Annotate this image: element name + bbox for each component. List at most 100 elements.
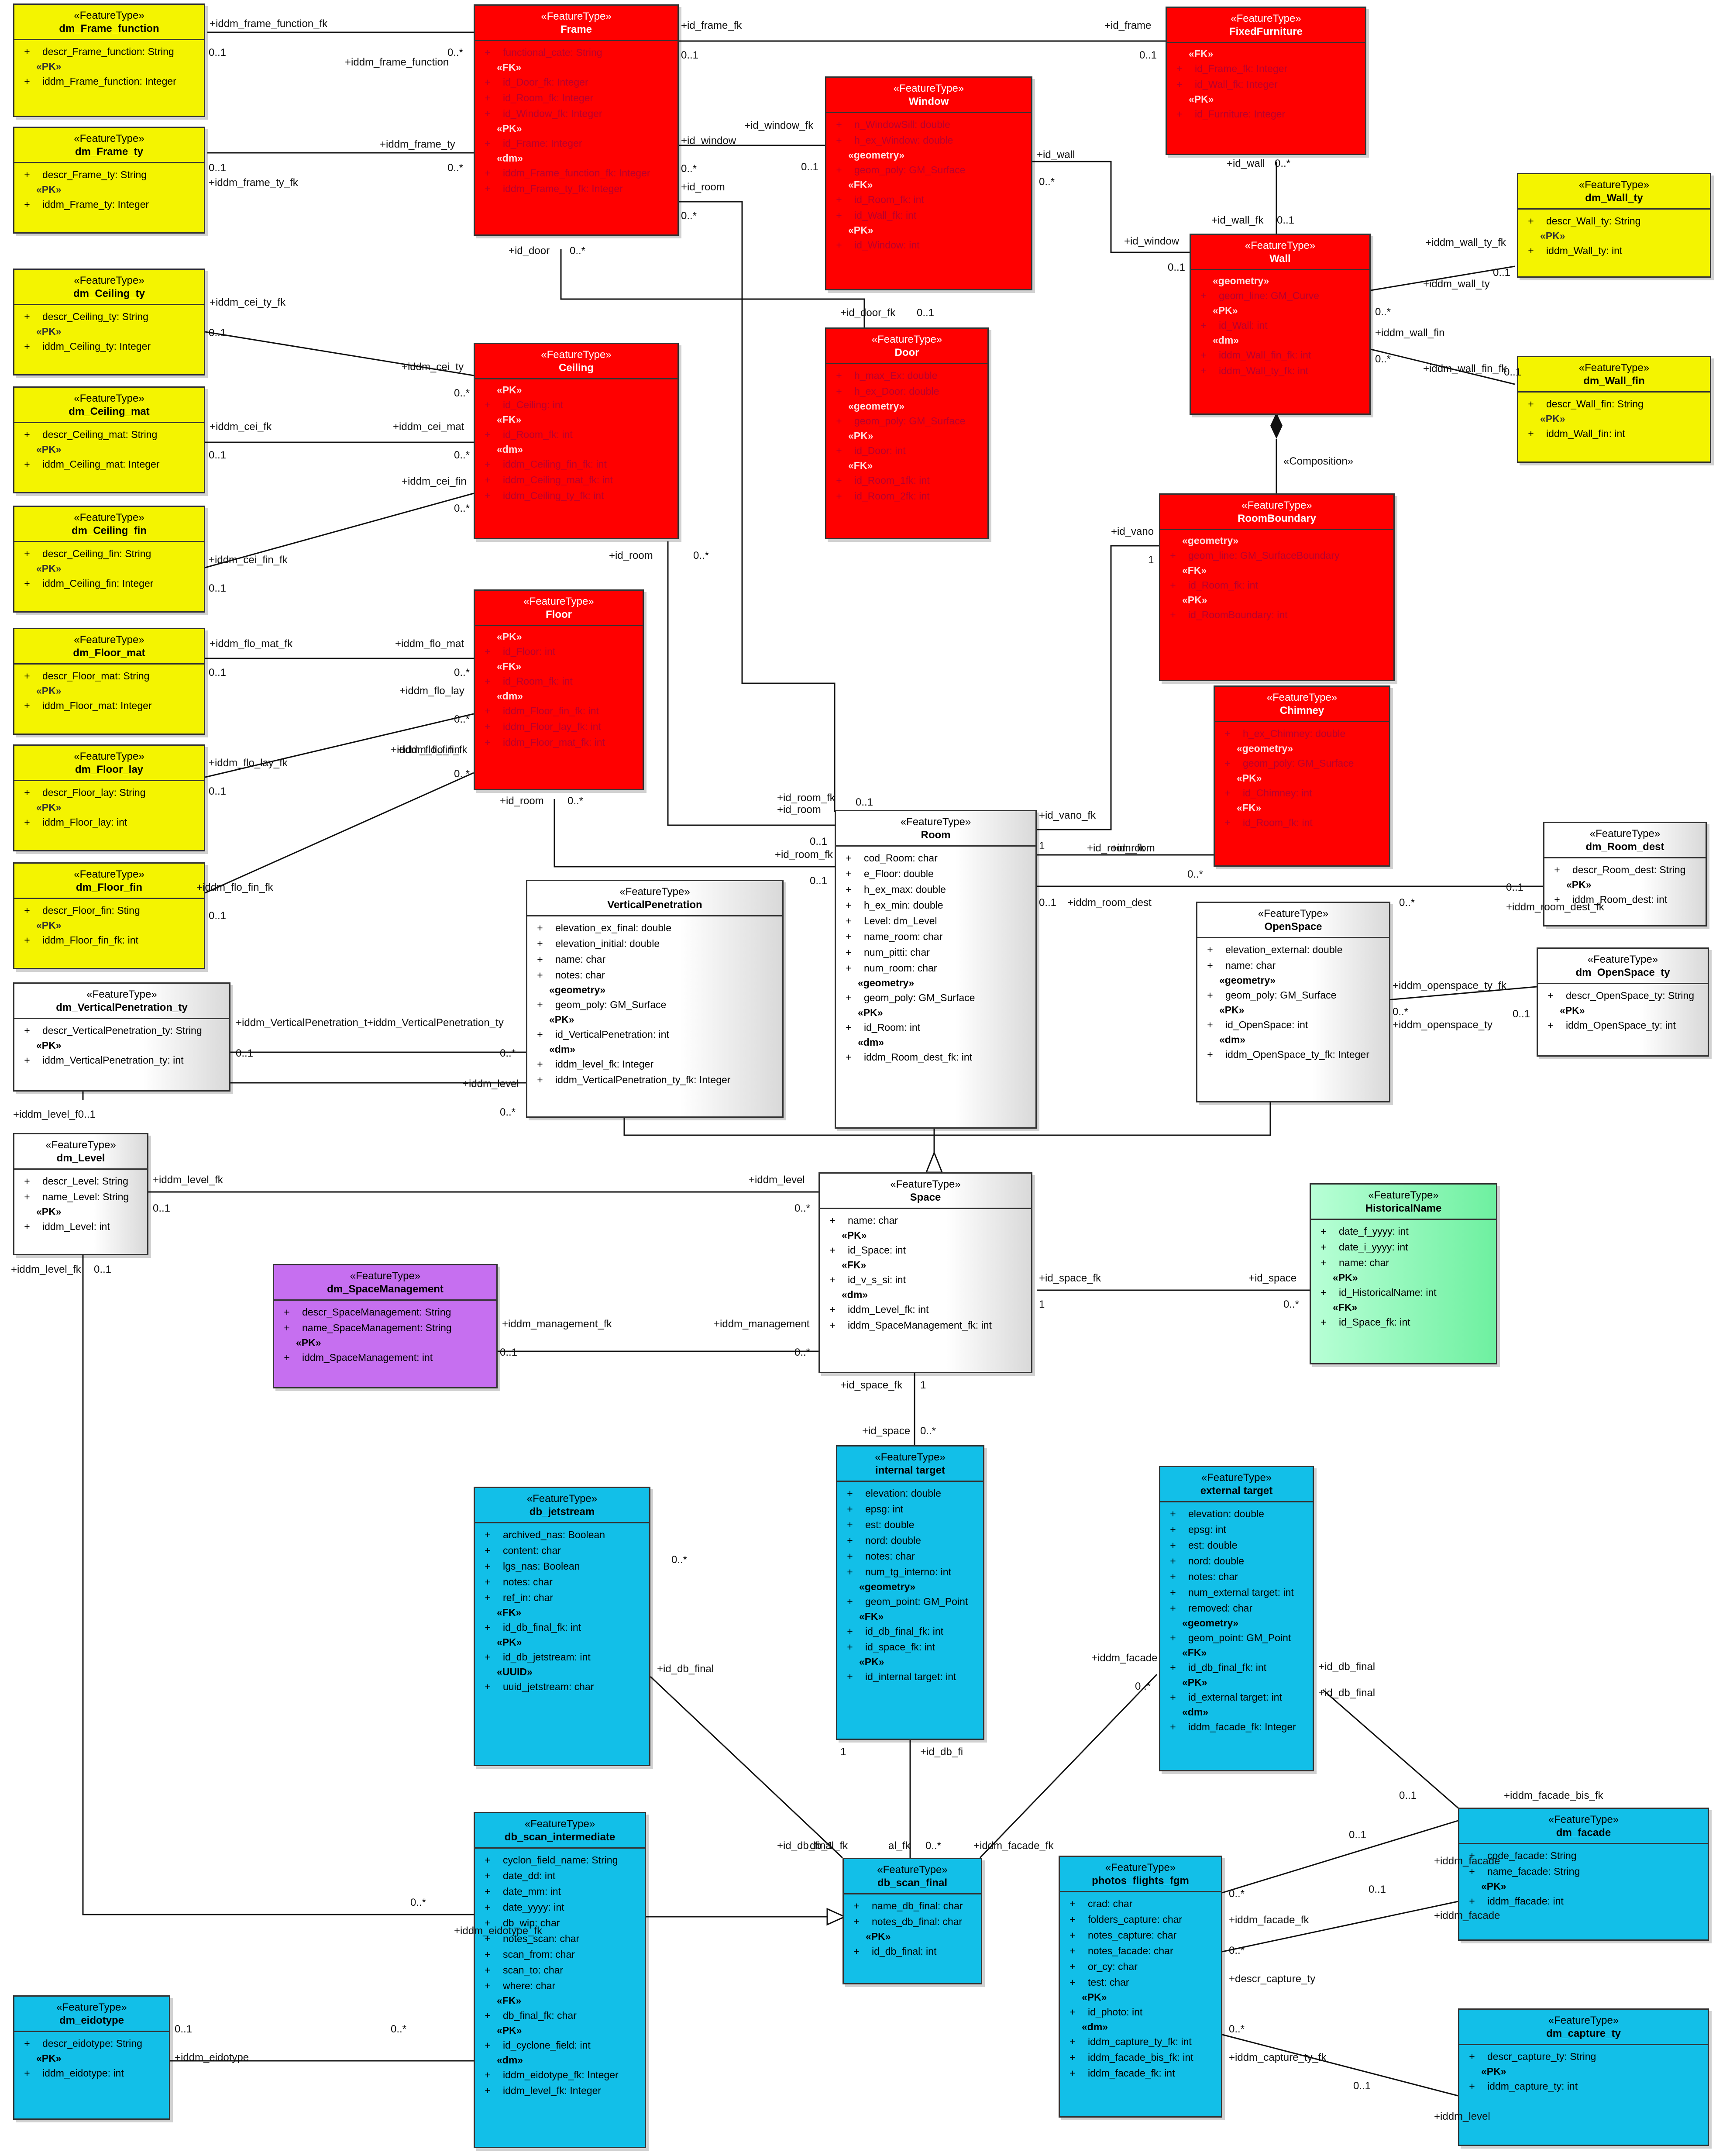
attribute-row: +name_db_final: char xyxy=(850,1898,977,1914)
class-box-dm-spacemanagement[interactable]: «FeatureType»dm_SpaceManagement+descr_Sp… xyxy=(273,1264,498,1388)
attribute-row: +iddm_Ceiling_ty: Integer xyxy=(21,338,199,354)
public-visibility-icon: + xyxy=(1069,2036,1076,2047)
class-box-window[interactable]: «FeatureType»Window+n_WindowSill: double… xyxy=(825,76,1032,290)
class-header: «FeatureType»HistoricalName xyxy=(1311,1185,1496,1220)
attribute-row: +iddm_Wall_ty_fk: int xyxy=(1197,363,1365,379)
class-box-photos-flights-fgm[interactable]: «FeatureType»photos_flights_fgm+crad: ch… xyxy=(1059,1856,1222,2118)
class-box-dm-ceiling-mat[interactable]: «FeatureType»dm_Ceiling_mat+descr_Ceilin… xyxy=(13,386,205,493)
public-visibility-icon: + xyxy=(24,905,30,916)
class-box-db-scan-final[interactable]: «FeatureType»db_scan_final+name_db_final… xyxy=(843,1858,982,1984)
attribute-row: +descr_VerticalPenetration_ty: String xyxy=(21,1023,225,1038)
class-box-dm-capture-ty[interactable]: «FeatureType»dm_capture_ty+descr_capture… xyxy=(1458,2008,1709,2146)
section-label-pk: «PK» xyxy=(1182,1677,1207,1688)
class-box-frame[interactable]: «FeatureType»Frame+functional_cate: Stri… xyxy=(474,4,679,236)
attribute-text: geom_point: GM_Point xyxy=(865,1596,968,1607)
class-box-dm-facade[interactable]: «FeatureType»dm_facade+code_facade: Stri… xyxy=(1458,1808,1709,1941)
attribute-row: +name_Level: String xyxy=(21,1189,143,1205)
class-box-dm-floor-fin[interactable]: «FeatureType»dm_Floor_fin+descr_Floor_fi… xyxy=(13,862,205,969)
class-box-dm-floor-lay[interactable]: «FeatureType»dm_Floor_lay+descr_Floor_la… xyxy=(13,744,205,851)
attribute-text: test: char xyxy=(1088,1977,1129,1988)
attribute-row: +descr_Frame_ty: String xyxy=(21,167,199,183)
class-box-dm-eidotype[interactable]: «FeatureType»dm_eidotype+descr_eidotype:… xyxy=(13,1995,170,2120)
attribute-text: ref_in: char xyxy=(503,1592,554,1603)
class-name: Floor xyxy=(546,609,572,620)
attribute-text: archived_nas: Boolean xyxy=(503,1529,605,1540)
class-box-chimney[interactable]: «FeatureType»Chimney+h_ex_Chimney: doubl… xyxy=(1214,685,1390,867)
class-box-dm-ceiling-fin[interactable]: «FeatureType»dm_Ceiling_fin+descr_Ceilin… xyxy=(13,506,205,613)
attribute-row: +iddm_Level_fk: int xyxy=(826,1302,1027,1317)
attribute-row: +iddm_Wall_fin_fk: int xyxy=(1197,347,1365,363)
assoc-line xyxy=(205,331,474,376)
class-box-db-scan-intermediate[interactable]: «FeatureType»db_scan_intermediate+cyclon… xyxy=(474,1812,646,2148)
attribute-row: +id_Room_2fk: int xyxy=(832,488,983,504)
class-box-dm-ceiling-ty[interactable]: «FeatureType»dm_Ceiling_ty+descr_Ceiling… xyxy=(13,269,205,375)
public-visibility-icon: + xyxy=(485,138,491,149)
class-box-db-jetstream[interactable]: «FeatureType»db_jetstream+archived_nas: … xyxy=(474,1487,650,1766)
attribute-text: h_ex_Door: double xyxy=(854,386,939,397)
association-label: +iddm_room_dest_fk xyxy=(1506,901,1605,913)
attribute-text: est: double xyxy=(1188,1540,1238,1551)
attribute-text: iddm_VerticalPenetration_ty_fk: Integer xyxy=(555,1074,731,1085)
attribute-row: +geom_point: GM_Point xyxy=(1166,1630,1308,1646)
class-box-dm-room-dest[interactable]: «FeatureType»dm_Room_dest+descr_Room_des… xyxy=(1543,822,1707,926)
attribute-text: date_dd: int xyxy=(503,1870,556,1881)
association-label: +id_frame_fk xyxy=(681,20,742,31)
attribute-row: +id_RoomBoundary: int xyxy=(1166,607,1389,623)
class-box-external-target[interactable]: «FeatureType»external target+elevation: … xyxy=(1159,1466,1314,1771)
public-visibility-icon: + xyxy=(836,194,842,205)
class-box-dm-verticalpenetration-ty[interactable]: «FeatureType»dm_VerticalPenetration_ty+d… xyxy=(13,982,230,1092)
association-label: +id_db_final xyxy=(657,1663,714,1675)
class-box-room[interactable]: «FeatureType»Room+cod_Room: char+e_Floor… xyxy=(835,810,1037,1129)
class-box-dm-wall-ty[interactable]: «FeatureType»dm_Wall_ty+descr_Wall_ty: S… xyxy=(1517,173,1711,278)
class-box-internal-target[interactable]: «FeatureType»internal target+elevation: … xyxy=(836,1445,984,1740)
attribute-text: iddm_Ceiling_fin_fk: int xyxy=(503,458,607,470)
section-label-geometry: «geometry» xyxy=(1237,743,1293,754)
class-attributes: +descr_capture_ty: String«PK»+iddm_captu… xyxy=(1459,2045,1708,2097)
class-box-ceiling[interactable]: «FeatureType»Ceiling«PK»+id_Ceiling: int… xyxy=(474,343,679,539)
class-box-dm-frame-function[interactable]: «FeatureType»dm_Frame_function+descr_Fra… xyxy=(13,3,205,117)
section-label-pk: «PK» xyxy=(1333,1272,1358,1283)
class-box-verticalpenetration[interactable]: «FeatureType»VerticalPenetration+elevati… xyxy=(526,880,784,1118)
class-box-fixedfurniture[interactable]: «FeatureType»FixedFurniture«FK»+id_Frame… xyxy=(1166,7,1366,155)
public-visibility-icon: + xyxy=(829,1215,836,1226)
class-box-dm-openspace-ty[interactable]: «FeatureType»dm_OpenSpace_ty+descr_OpenS… xyxy=(1537,947,1709,1057)
attribute-text: descr_OpenSpace_ty: String xyxy=(1566,990,1695,1001)
association-label: +iddm_wall_ty xyxy=(1423,278,1490,290)
class-box-openspace[interactable]: «FeatureType»OpenSpace+elevation_externa… xyxy=(1196,902,1390,1102)
class-attributes: +functional_cate: String«FK»+id_Door_fk:… xyxy=(475,41,677,200)
class-box-floor[interactable]: «FeatureType»Floor«PK»+id_Floor: int«FK»… xyxy=(474,589,644,790)
association-label: 1 xyxy=(1039,840,1045,852)
class-box-dm-floor-mat[interactable]: «FeatureType»dm_Floor_mat+descr_Floor_ma… xyxy=(13,628,205,735)
public-visibility-icon: + xyxy=(24,700,30,711)
class-box-historicalname[interactable]: «FeatureType»HistoricalName+date_f_yyyy:… xyxy=(1310,1183,1497,1364)
assoc-line xyxy=(1322,1689,1461,1811)
assoc-line xyxy=(1370,265,1515,291)
class-name: Room xyxy=(921,829,951,841)
class-attributes: +code_facade: String+name_facade: String… xyxy=(1459,1844,1708,1912)
class-box-dm-wall-fin[interactable]: «FeatureType»dm_Wall_fin+descr_Wall_fin:… xyxy=(1517,356,1711,463)
class-box-wall[interactable]: «FeatureType»Wall«geometry»+geom_line: G… xyxy=(1190,234,1371,415)
section-label-geometry: «geometry» xyxy=(1182,535,1239,546)
public-visibility-icon: + xyxy=(847,1596,853,1607)
attribute-text: iddm_eidotype_fk: Integer xyxy=(503,2069,619,2080)
association-label: 0..1 xyxy=(810,875,827,887)
class-box-roomboundary[interactable]: «FeatureType»RoomBoundary«geometry»+geom… xyxy=(1159,493,1395,681)
class-header: «FeatureType»FixedFurniture xyxy=(1167,8,1365,43)
association-label: +iddm_wall_fin xyxy=(1375,327,1444,339)
attribute-row: +iddm_SpaceManagement: int xyxy=(280,1350,492,1365)
class-box-dm-frame-ty[interactable]: «FeatureType»dm_Frame_ty+descr_Frame_ty:… xyxy=(13,127,205,234)
public-visibility-icon: + xyxy=(485,1560,491,1572)
attribute-text: geom_poly: GM_Surface xyxy=(854,164,966,176)
class-box-space[interactable]: «FeatureType»Space+name: char«PK»+id_Spa… xyxy=(818,1172,1032,1373)
association-label: +iddm_frame_ty_fk xyxy=(209,177,299,189)
public-visibility-icon: + xyxy=(485,1622,491,1633)
assoc-line xyxy=(1030,161,1190,253)
attribute-text: descr_SpaceManagement: String xyxy=(302,1306,451,1318)
attribute-text: code_facade: String xyxy=(1487,1850,1577,1861)
attribute-text: id_Wall_fk: Integer xyxy=(1195,79,1278,90)
class-box-dm-level[interactable]: «FeatureType»dm_Level+descr_Level: Strin… xyxy=(13,1133,148,1255)
attribute-text: id_Room_2fk: int xyxy=(854,490,930,502)
section-label-pk: «PK» xyxy=(866,1931,891,1942)
attribute-row: +id_internal target: int xyxy=(843,1669,979,1684)
class-box-door[interactable]: «FeatureType»Door+h_max_Ex: double+h_ex_… xyxy=(825,327,989,539)
